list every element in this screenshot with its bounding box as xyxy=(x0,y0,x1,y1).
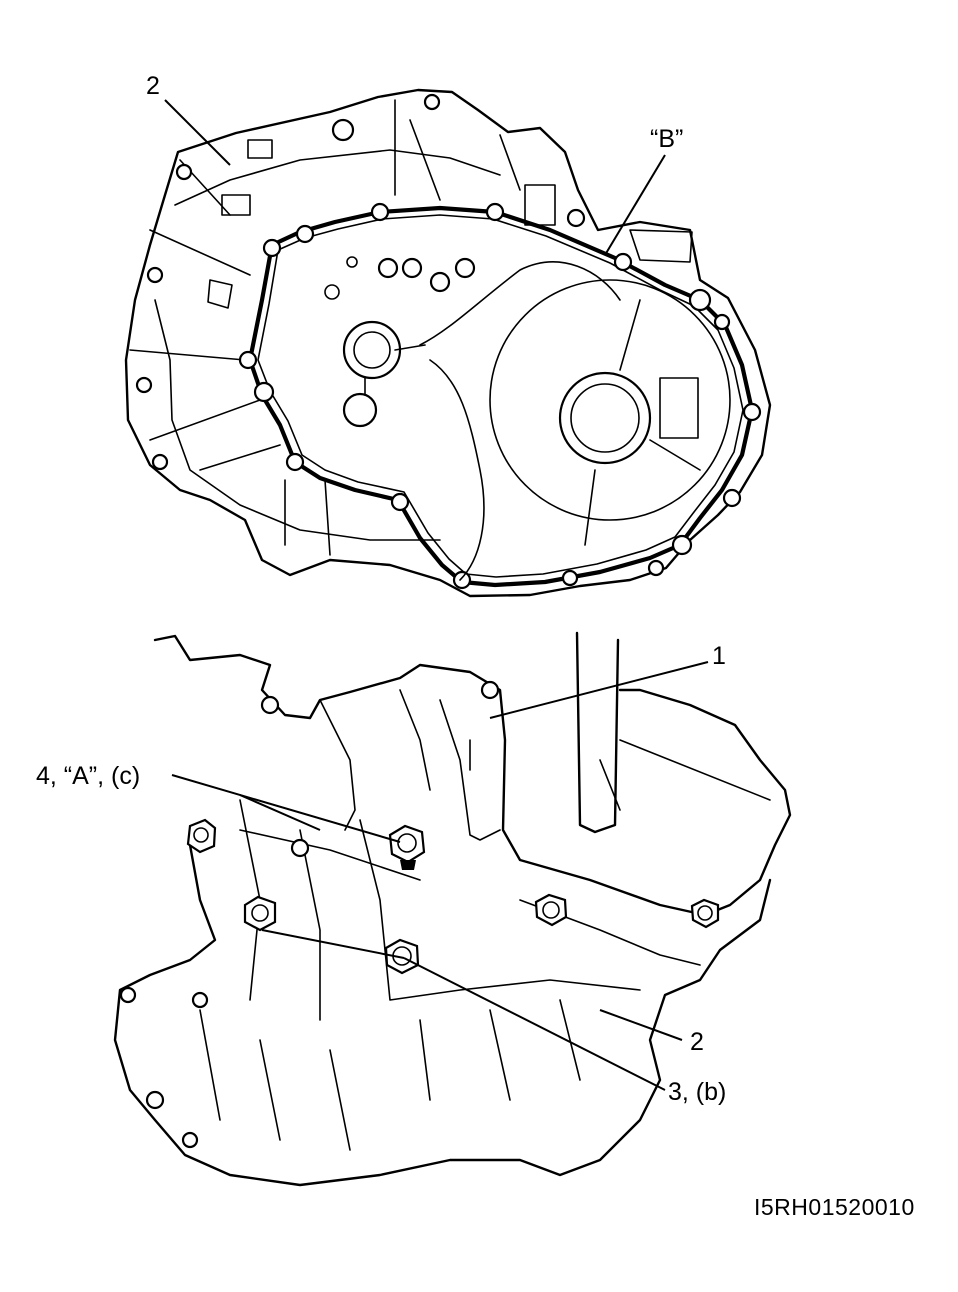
bottom-view-case xyxy=(113,631,792,1187)
leader-bolt-3 xyxy=(403,957,666,1091)
sealant-bead-B xyxy=(247,205,755,588)
leader-part-1 xyxy=(489,661,709,719)
figure-code: I5RH01520010 xyxy=(754,1194,915,1220)
leader-bolt-3-branch xyxy=(261,929,405,959)
leader-bolt-4-branch xyxy=(239,794,321,831)
case-bolts xyxy=(186,818,720,975)
lower-housing-outline xyxy=(113,843,772,1187)
leader-part-2 xyxy=(599,1009,683,1041)
housing-outline xyxy=(124,88,772,598)
bell-housing-rim xyxy=(154,149,501,541)
bolt-3-b xyxy=(384,938,420,975)
housing-ribs xyxy=(129,99,701,556)
shift-rod xyxy=(575,631,620,834)
bolt-4-A xyxy=(388,824,426,870)
bolt-left-top xyxy=(186,818,217,854)
upper-case-outline xyxy=(153,634,792,917)
leader-sealant-B xyxy=(604,154,666,256)
bolt-right-far xyxy=(690,898,720,929)
label-bolt-4: 4, “A”, (c) xyxy=(36,762,140,790)
label-top-part-2: 2 xyxy=(146,72,160,100)
upper-bracket xyxy=(319,689,771,841)
top-view-case xyxy=(124,88,772,598)
bolt-right-mid xyxy=(534,893,568,927)
label-sealant-B: “B” xyxy=(650,125,683,153)
flange-bolt-holes xyxy=(135,93,762,590)
internal-castings xyxy=(207,139,731,581)
bolt-left-front xyxy=(243,895,277,932)
label-part-1: 1 xyxy=(712,642,726,670)
lower-housing-ribs xyxy=(199,799,701,1151)
label-bolt-3: 3, (b) xyxy=(668,1078,726,1106)
leader-bolt-4 xyxy=(171,774,401,843)
label-part-2: 2 xyxy=(690,1028,704,1056)
sealant-bead-inner xyxy=(257,214,744,578)
lower-housing-holes xyxy=(119,680,500,1149)
leader-top-part-2 xyxy=(164,99,231,166)
